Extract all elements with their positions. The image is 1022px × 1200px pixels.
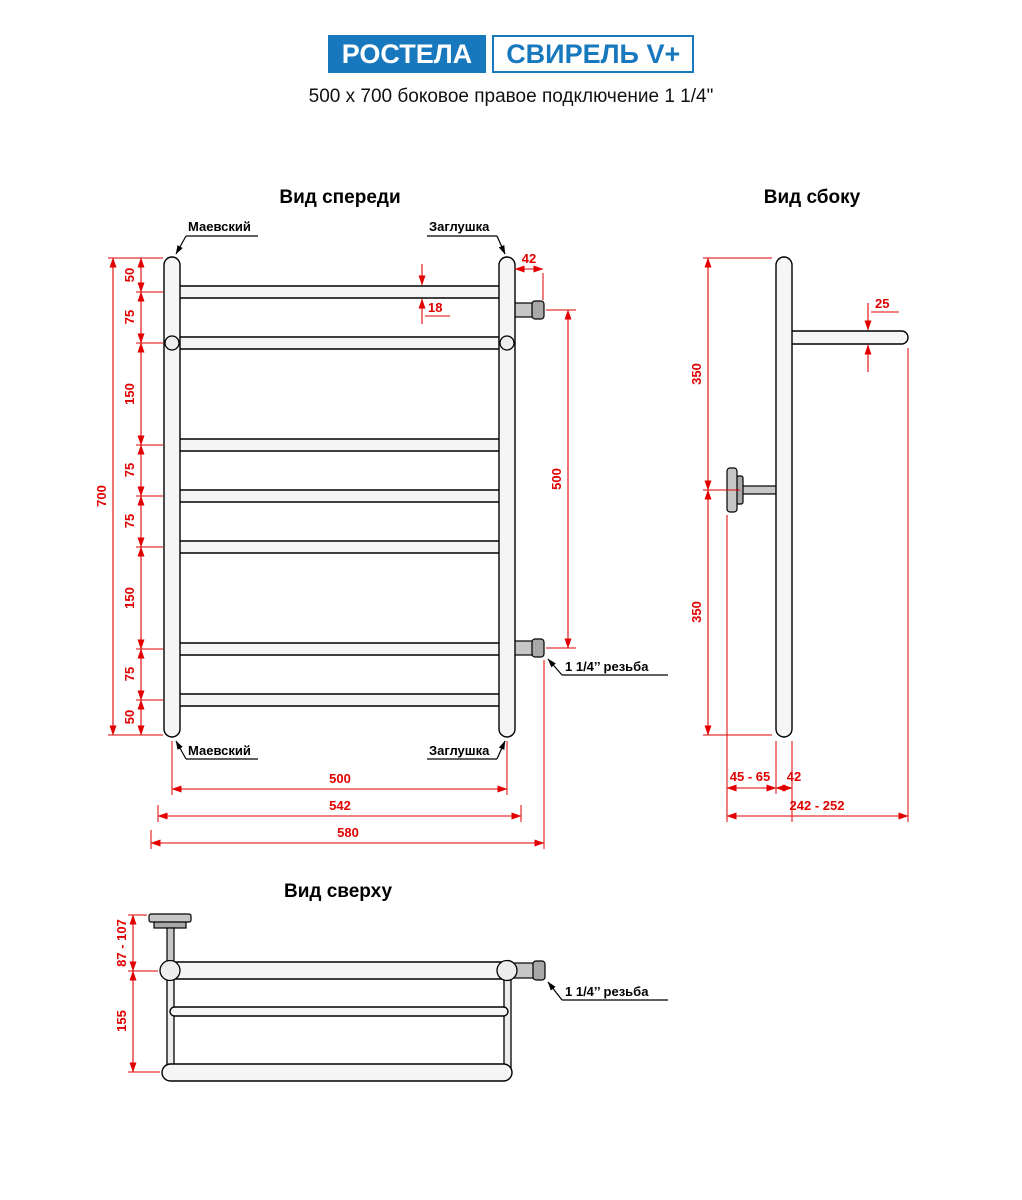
label-plug-bottom: Заглушка [429, 743, 490, 758]
dim-rail-thickness: 25 [875, 296, 889, 311]
dim-tube-diameter: 18 [428, 300, 442, 315]
top-view: Вид сверху [114, 881, 668, 1082]
side-depth-dims: 45 - 65 42 242 - 252 [726, 348, 909, 822]
front-view: Вид спереди [94, 187, 668, 849]
top-post-ends [159, 959, 518, 982]
label-thread-top: 1 1/4’’ резьба [565, 984, 649, 999]
front-view-title: Вид спереди [279, 187, 400, 208]
dim-bracket-reach: 87 - 107 [114, 919, 129, 967]
top-thread-callout: 1 1/4’’ резьба [547, 981, 668, 1001]
front-width-dims: 500 542 580 [150, 660, 545, 849]
dim-width-outer: 542 [329, 798, 351, 813]
front-rail-joints [164, 335, 515, 351]
dim-lower-half: 350 [689, 601, 704, 623]
dim-segment: 75 [122, 667, 137, 681]
dim-segment: 75 [122, 514, 137, 528]
top-front-rail [161, 1063, 513, 1082]
top-wall-bracket [148, 913, 192, 965]
front-dimension-chain [109, 257, 145, 736]
dim-upper-half: 350 [689, 363, 704, 385]
label-air-valve-top: Маевский [188, 219, 251, 234]
dim-width-total: 580 [337, 825, 359, 840]
top-end-tubes [166, 974, 512, 1075]
front-dim-connector-offset: 42 [514, 251, 544, 300]
label-thread-front: 1 1/4’’ резьба [565, 659, 649, 674]
front-posts [163, 256, 516, 738]
side-view-title: Вид сбоку [764, 187, 861, 208]
dim-total-depth: 242 - 252 [790, 798, 845, 813]
side-view: Вид сбоку 350 350 [689, 187, 909, 822]
dim-connector-spacing: 500 [549, 468, 564, 490]
dim-bracket-depth: 45 - 65 [730, 769, 770, 784]
dim-segment: 50 [122, 268, 137, 282]
dim-width-axis: 500 [329, 771, 351, 786]
dim-post-depth: 42 [787, 769, 801, 784]
dim-segment: 150 [122, 383, 137, 405]
front-chain-values: 50 75 150 75 75 150 75 50 700 [94, 268, 137, 724]
side-top-rail [783, 330, 909, 345]
front-rails [165, 285, 513, 707]
dim-shelf-depth: 155 [114, 1010, 129, 1032]
front-extension-lines [108, 257, 163, 736]
top-rear-rail [161, 961, 513, 980]
dim-segment: 75 [122, 463, 137, 477]
front-dim-tube-diameter: 18 [418, 264, 450, 324]
dim-segment: 75 [122, 310, 137, 324]
dim-segment: 150 [122, 587, 137, 609]
side-post [775, 256, 793, 738]
front-connectors [512, 300, 545, 658]
brand-badge: РОСТЕЛА [327, 35, 487, 74]
front-dim-connector-spacing: 500 [546, 309, 576, 649]
drawing-subtitle: 500 x 700 боковое правое подключение 1 1… [308, 86, 714, 107]
label-plug-top: Заглушка [429, 219, 490, 234]
model-badge: СВИРЕЛЬ V+ [492, 35, 695, 74]
label-air-valve-bottom: Маевский [188, 743, 251, 758]
dim-segment: 50 [122, 710, 137, 724]
top-middle-rail [169, 1006, 509, 1017]
top-view-title: Вид сверху [284, 881, 392, 902]
dim-connector-offset: 42 [522, 251, 536, 266]
side-dim-rail: 25 [864, 296, 899, 372]
brand-header: РОСТЕЛА СВИРЕЛЬ V+ [0, 35, 1022, 74]
dim-total-height: 700 [94, 485, 109, 507]
front-callouts: Маевский Заглушка Маевский Заглушка 1 1/… [175, 219, 668, 760]
top-connector [513, 960, 546, 981]
